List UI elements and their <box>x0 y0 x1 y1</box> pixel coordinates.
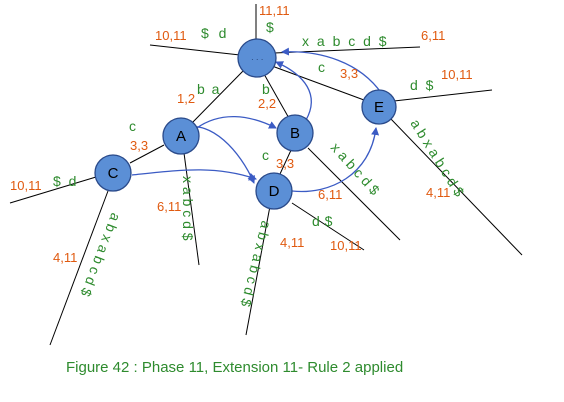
root-left-index: 10,11 <box>155 28 187 43</box>
link-B-to-root <box>275 61 312 121</box>
rootA-index: 1,2 <box>177 91 195 106</box>
edge-E-top <box>393 89 493 102</box>
node-B: B <box>276 114 314 152</box>
link-D-to-E <box>291 127 380 193</box>
C-leaf-index: 4,11 <box>53 250 77 265</box>
edge-E-leaf <box>389 117 523 256</box>
BD-text: c <box>262 147 269 163</box>
node-root: · · · <box>237 38 277 78</box>
edge-D-left <box>245 205 271 336</box>
node-A-label: A <box>176 128 186 145</box>
E-top-index: 10,11 <box>441 67 473 82</box>
link-A-to-B <box>193 115 277 131</box>
edge-A-leaf <box>183 152 200 266</box>
nodes: · · · A B C D E <box>94 38 397 210</box>
AC-index: 3,3 <box>130 138 148 153</box>
edge-root-B <box>263 73 291 121</box>
svg-text:· · ·: · · · <box>251 55 263 64</box>
D-right-text: d $ <box>312 213 333 229</box>
D-left-text: a b x a b c d $ <box>238 219 275 308</box>
node-E-label: E <box>374 99 384 116</box>
suffix-links <box>131 47 383 193</box>
edge-root-A <box>189 69 245 126</box>
C-left-index: 10,11 <box>10 178 42 193</box>
edge-D-right <box>291 202 365 251</box>
node-C-label: C <box>108 165 119 182</box>
root-right-text: x a b c d $ <box>302 33 387 49</box>
A-leaf-text: x a b c d $ <box>180 176 196 241</box>
root-top-index: 11,11 <box>259 3 290 18</box>
edge-C-leaf <box>49 190 109 346</box>
node-C: C <box>94 154 132 192</box>
edge-root-left <box>149 44 241 56</box>
rootA-text: b a <box>197 81 220 97</box>
root-right-index: 6,11 <box>421 28 445 43</box>
edge-C-left <box>9 176 97 204</box>
edge-root-E <box>271 65 365 101</box>
rootB-index: 2,2 <box>258 96 276 111</box>
E-top-text: d $ <box>410 77 434 93</box>
edge-B-D <box>279 147 293 175</box>
AC-text: c <box>129 118 136 134</box>
root-left-text: $ d <box>201 25 226 41</box>
node-B-label: B <box>290 125 300 142</box>
D-right-index: 10,11 <box>330 238 362 253</box>
rootB-text: b <box>262 81 270 97</box>
rootE-text: c <box>318 59 325 75</box>
rootE-index: 3,3 <box>340 66 358 81</box>
D-left-index: 4,11 <box>280 235 304 250</box>
edge-B-leaf <box>307 147 401 241</box>
node-D-label: D <box>269 183 280 200</box>
node-A: A <box>162 117 200 155</box>
A-leaf-index: 6,11 <box>157 199 181 214</box>
edge-A-C <box>129 144 165 164</box>
C-left-text: $ d <box>53 173 76 189</box>
node-E: E <box>361 89 397 125</box>
B-leaf-index: 6,11 <box>318 187 342 202</box>
C-leaf-text: a b x a b c d $ <box>78 211 125 299</box>
root-top-dollar: $ <box>266 19 274 35</box>
E-leaf-index: 4,11 <box>426 185 450 200</box>
node-D: D <box>255 172 293 210</box>
link-C-to-D <box>131 169 257 181</box>
link-E-to-root <box>281 47 383 95</box>
figure-caption: Figure 42 : Phase 11, Extension 11- Rule… <box>66 359 403 376</box>
BD-index: 3,3 <box>276 156 294 171</box>
